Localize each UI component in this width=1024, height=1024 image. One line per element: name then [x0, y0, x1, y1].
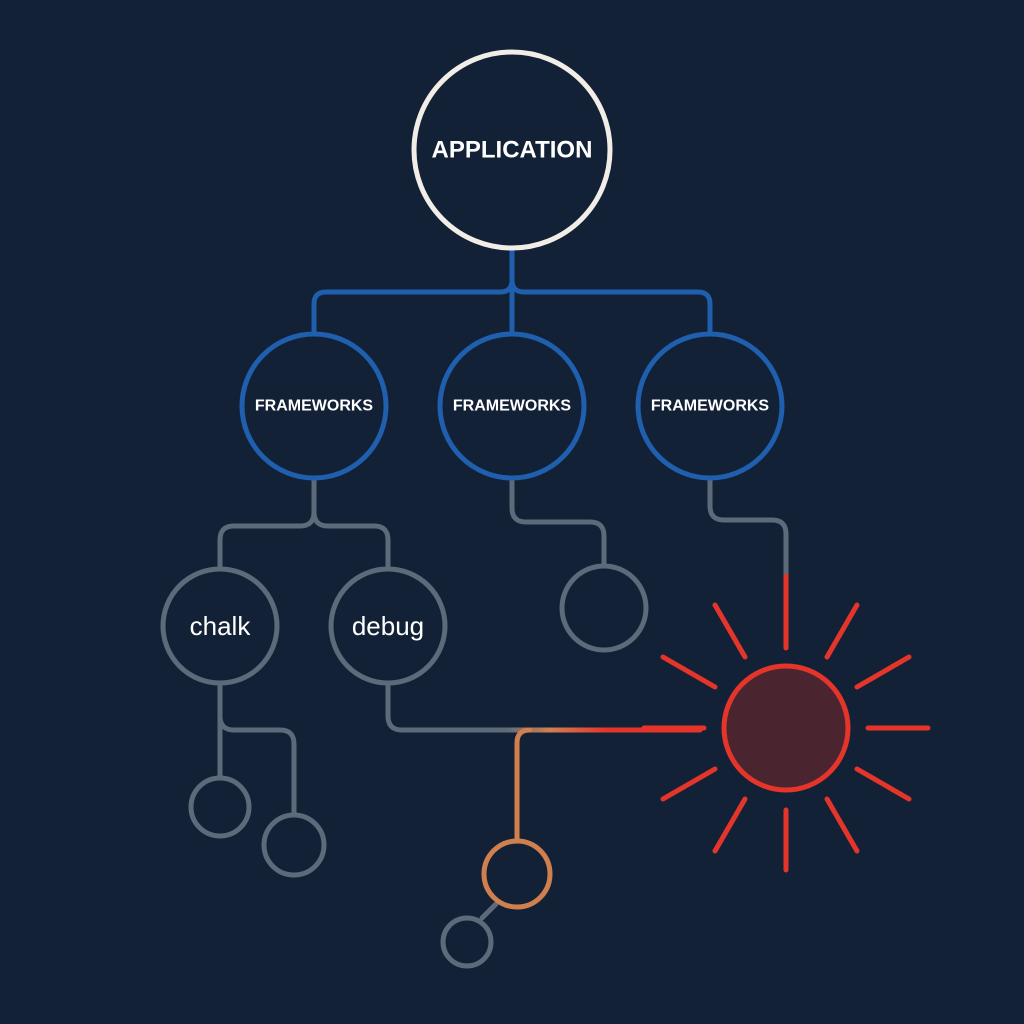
subdependency-node-1[interactable] [188, 775, 252, 839]
edge-debug-to-alert [385, 681, 703, 733]
edges-framework-to-deps [217, 477, 789, 651]
subdependency-node-2-circle [261, 812, 327, 878]
edges-root-to-frameworks [311, 247, 713, 339]
dependency-node-chalk-label: chalk [190, 611, 252, 641]
framework-node-3-circle [635, 331, 785, 481]
edge-root-to-framework-1 [311, 247, 515, 339]
edge-root-to-framework-3 [509, 277, 713, 339]
edge-framework-3-to-alert [707, 477, 789, 579]
subdependency-node-1-circle [188, 775, 252, 839]
burst-ray [660, 766, 718, 802]
alert-node[interactable] [641, 583, 931, 873]
highlighted-node[interactable] [481, 838, 553, 910]
edges-debug-chain [385, 681, 703, 921]
burst-icon [641, 583, 931, 873]
edge-framework-2-to-dep [509, 477, 607, 569]
burst-ray [712, 796, 748, 854]
edge-highlight-to-subdep [479, 901, 499, 921]
burst-ray [824, 796, 860, 854]
root-node-circle [411, 49, 613, 251]
subdependency-node-3[interactable] [440, 915, 494, 969]
root-node[interactable]: APPLICATION [411, 49, 613, 251]
dependency-node-unlabeled[interactable] [559, 563, 649, 653]
dependency-node-chalk[interactable]: chalk [160, 566, 280, 686]
subdependency-node-3-circle [440, 915, 494, 969]
dependency-node-unlabeled-circle [559, 563, 649, 653]
burst-ray [824, 602, 860, 660]
framework-node-1-circle [239, 331, 389, 481]
framework-node-2-circle [437, 331, 587, 481]
subdependency-node-2[interactable] [261, 812, 327, 878]
dependency-node-chalk-circle [160, 566, 280, 686]
dependency-node-debug[interactable]: debug [328, 566, 448, 686]
dependency-node-debug-label: debug [352, 611, 424, 641]
highlighted-node-circle [481, 838, 553, 910]
framework-node-3[interactable]: FRAMEWORKS [635, 331, 785, 481]
alert-node-circle [721, 663, 851, 793]
edges-chalk-to-subdeps [217, 681, 297, 817]
framework-node-1-label: FRAMEWORKS [255, 398, 374, 415]
framework-node-2[interactable]: FRAMEWORKS [437, 331, 587, 481]
framework-node-1[interactable]: FRAMEWORKS [239, 331, 389, 481]
edge-framework-1-to-debug [311, 509, 391, 571]
edge-chalk-to-subdep-2 [217, 713, 297, 817]
burst-ray [854, 766, 912, 802]
edge-chain-to-highlight [514, 727, 533, 843]
burst-ray [712, 602, 748, 660]
burst-ray [854, 654, 912, 690]
edge-framework-1-to-chalk [217, 477, 317, 571]
root-node-label: APPLICATION [432, 137, 593, 164]
framework-node-3-label: FRAMEWORKS [651, 398, 770, 415]
burst-ray [660, 654, 718, 690]
dependency-node-debug-circle [328, 566, 448, 686]
framework-node-2-label: FRAMEWORKS [453, 398, 572, 415]
